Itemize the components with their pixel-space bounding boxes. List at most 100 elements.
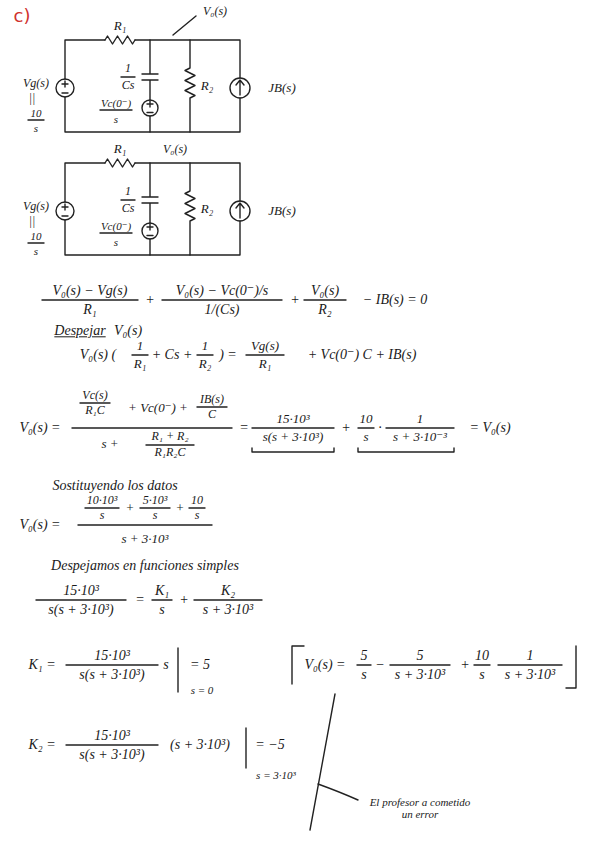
handwritten-text: − [375,657,384,672]
fraction-bar [66,744,158,745]
current-source-symbol [230,78,250,98]
handwritten-text: Vg(s) [251,339,279,353]
handwritten-text: 1 [125,62,131,75]
fraction-bar [66,664,158,665]
handwritten-text: R₂ [201,79,213,93]
handwritten-text: s + 3·10⁻³ [393,430,447,444]
handwritten-text: Cs [122,79,135,92]
voltage-source-symbol [56,202,74,220]
handwritten-text: = [135,592,144,607]
handwritten-text: c) [14,6,31,26]
handwritten-text: K₂ [221,583,235,598]
handwritten-text: s [100,509,105,522]
handwritten-text: s + 3·10³ [505,667,556,682]
handwritten-text: = 5 [190,657,210,672]
wire [65,163,240,255]
handwritten-text: IB(s) [200,393,224,406]
handwritten-text: (s + 3·10³) [170,737,230,752]
capacitor-symbol [142,163,158,255]
handwritten-text: s(s + 3·10³) [79,667,144,682]
handwritten-text: + Cs + [152,347,193,362]
polarity-mark [62,204,68,216]
handwritten-text: R₁ [114,19,126,33]
handwritten-text: V₀(s) [163,143,187,156]
handwritten-text: Vg(s) [23,200,49,213]
handwritten-text: s + [101,437,118,451]
voltage-source-symbol [142,223,158,239]
bracket [252,448,454,452]
handwritten-text: 1 [202,339,209,353]
handwritten-text: + Vc(0⁻) + [128,401,188,415]
handwritten-text: s [114,113,118,125]
current-arrow [236,80,244,95]
handwritten-text: R₁R₂C [154,446,185,459]
voltage-source-symbol [56,79,74,97]
handwritten-text: 15·10³ [94,648,130,663]
leader-line [310,694,335,830]
current-arrow [236,203,244,218]
handwritten-text: s [159,602,164,617]
handwritten-text: s(s + 3·10³) [79,747,144,762]
handwritten-text: s [479,667,484,682]
leader-line [318,784,358,800]
handwritten-text: V₀(s) = [19,420,60,435]
resistor-symbol [185,163,195,255]
fraction-bar [42,299,346,300]
handwritten-text: 10 [360,412,373,426]
handwritten-text: s = 3·10³ [256,769,296,781]
polarity-mark [147,101,153,113]
circuit-two [28,159,250,255]
evaluation-bar [177,648,178,692]
handwritten-text: = −5 [255,737,284,752]
handwritten-text: R₂ [201,202,213,216]
capacitor-symbol [142,40,158,132]
handwritten-text: Vc(s) [82,389,107,402]
handwritten-text: 5·10³ [143,494,168,507]
handwritten-text: K₁ [155,583,169,598]
handwritten-text: = [239,420,248,435]
handwritten-text: s + 3·10³ [395,667,446,682]
handwritten-text: ) = [219,347,237,362]
fraction-bar [357,664,562,665]
evaluation-bar [245,728,246,768]
handwritten-text: 1 [125,185,131,198]
handwritten-text: R₁ + R₂ [151,430,188,443]
handwritten-text: + [341,420,350,435]
handwritten-text: C [208,408,216,421]
handwritten-text: V₀(s) − Vg(s) [53,283,128,298]
handwritten-text: V₀(s) = [304,657,345,672]
handwritten-text: V₀(s) [311,283,339,298]
handwritten-text: s [363,430,368,444]
handwritten-text: + [126,501,135,515]
handwritten-text: 10 [191,494,203,507]
handwritten-text: s = 0 [191,684,214,696]
handwritten-text: Despejamos en funciones simples [51,558,239,573]
handwritten-text: s + 3·10³ [203,602,254,617]
handwritten-text: + Vc(0⁻) C + IB(s) [308,347,417,362]
handwritten-text: R₂ [318,302,331,317]
handwritten-text: R₁ [259,357,271,371]
current-source-symbol [230,201,250,221]
handwritten-text: || [29,215,36,228]
handwritten-text: 5 [361,648,368,663]
voltage-source-symbol [142,100,158,116]
handwritten-text: s [153,509,158,522]
handwritten-text: Cs [122,202,135,215]
handwritten-text: + [179,592,188,607]
handwritten-text: = V₀(s) [469,420,510,435]
handwritten-text: − IB(s) = 0 [363,292,427,307]
handwritten-text: s [34,245,38,257]
handwritten-text: Vc(0⁻) [101,97,131,109]
fraction-bar [36,599,262,600]
handwritten-text: 10 [475,648,489,663]
polarity-mark [62,81,68,93]
handwritten-text: s [114,236,118,248]
handwritten-text: 15·10³ [63,583,99,598]
handwritten-text: || [29,92,36,105]
handwritten-text: V₀(s) = [19,517,60,532]
handwritten-text: 1/(Cs) [205,302,240,317]
handwritten-text: s [361,667,366,682]
resistor-symbol [185,40,195,132]
wire [65,40,240,132]
